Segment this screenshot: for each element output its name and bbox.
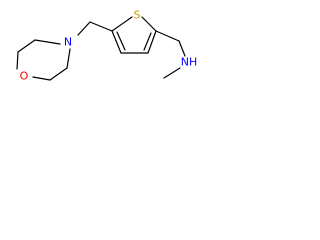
bond-c3-c4 (49, 67, 68, 81)
bond-c1-c2 (17, 39, 36, 53)
morpholine-ring (16, 39, 71, 81)
bond-c4-c5 (111, 30, 122, 54)
linker-bonds (77, 21, 113, 36)
oxygen-atom-label: O (20, 70, 29, 83)
sulfur-atom-label: S (134, 9, 141, 22)
bond-ch2-nh (178, 40, 186, 57)
methylamine-chain (155, 30, 186, 79)
bond-nh-ch3 (163, 67, 181, 79)
bond-c2-n (34, 39, 61, 45)
molecule-diagram: O N S NH (0, 0, 225, 102)
thiophene-ring (111, 16, 157, 54)
morpholine-nitrogen-label: N (64, 36, 72, 49)
bond-n-ch2 (77, 21, 91, 36)
bond-o-c1 (16, 51, 19, 70)
bond-c5-s (111, 16, 133, 32)
double-bond-c4-c5 (116, 31, 126, 51)
bond-s-c2 (141, 16, 157, 32)
bond-thiophene-ch2 (155, 30, 180, 42)
double-bond-c2-c3 (143, 32, 152, 51)
amine-nh-label: NH (181, 56, 198, 69)
structure-drawing: O N S NH (16, 9, 198, 83)
bond-c2-c3 (147, 30, 157, 54)
bond-n-c3 (66, 48, 71, 69)
bond-ch2-thiophene (89, 21, 113, 32)
bond-c4-o (32, 76, 51, 81)
